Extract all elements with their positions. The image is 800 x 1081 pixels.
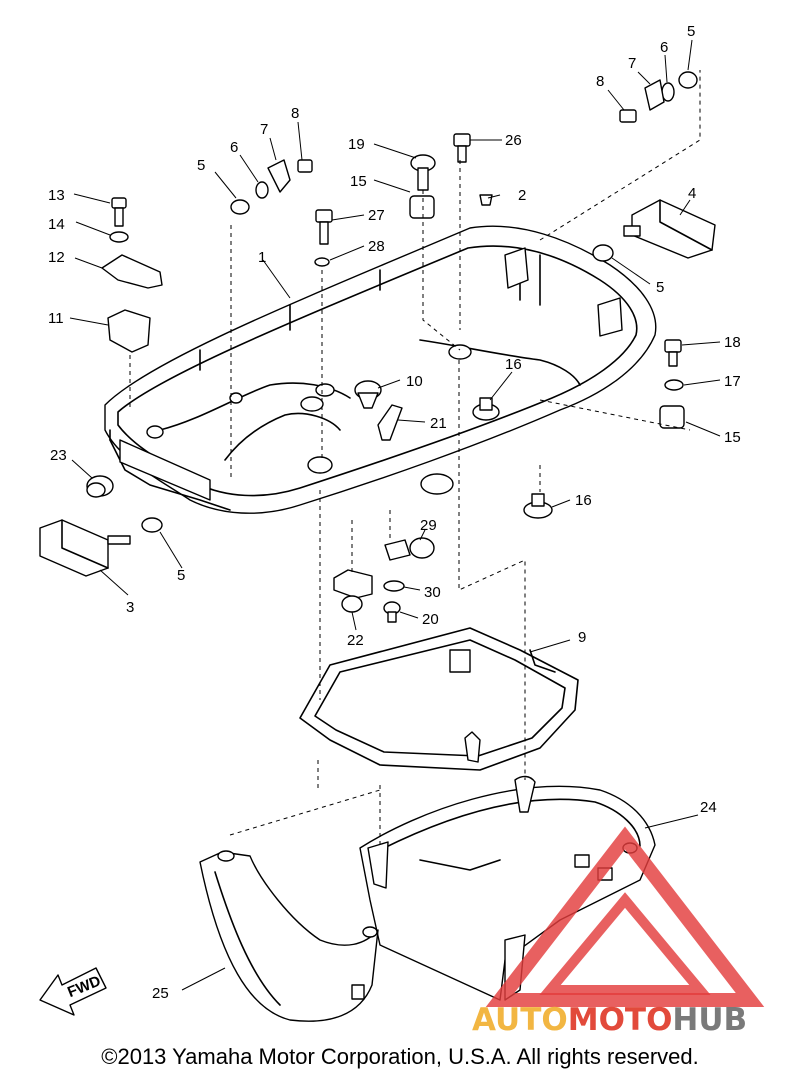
callout-10: 10 (406, 373, 423, 390)
callout-9: 9 (578, 629, 586, 646)
assembly-lines (129, 70, 701, 845)
part-8-screw-right (619, 109, 637, 123)
callout-5-topleft: 5 (197, 157, 205, 174)
callout-19: 19 (348, 136, 365, 153)
part-9-frame (299, 627, 579, 771)
part-19-bolt (410, 154, 436, 191)
callout-1: 1 (258, 249, 266, 266)
cowling-holes (146, 344, 472, 474)
watermark-moto: MOTO (568, 1002, 673, 1038)
part-26-bolt (453, 133, 471, 163)
callout-7-topright: 7 (628, 55, 636, 72)
part-5-grommet-top (230, 199, 250, 215)
part-11-damper (107, 309, 151, 353)
part-17-washer (664, 379, 684, 391)
callout-20: 20 (422, 611, 439, 628)
callout-27: 27 (368, 207, 385, 224)
watermark-triangle (485, 826, 765, 1007)
part-6-washer-left (255, 181, 269, 199)
part-8-screw-left (297, 159, 313, 173)
callout-21: 21 (430, 415, 447, 432)
part-18-bolt (664, 339, 682, 367)
callout-22: 22 (347, 632, 364, 649)
part-15-collar-top (409, 195, 435, 219)
part-7-clip-right (644, 79, 665, 111)
callout-16-upper: 16 (505, 356, 522, 373)
callout-leaders (69, 39, 721, 991)
part-5-grommet-right (592, 244, 614, 262)
part-3-lever (39, 519, 131, 577)
callout-8-topright: 8 (596, 73, 604, 90)
watermark-hub: HUB (672, 1002, 747, 1038)
part-22-grommet (333, 569, 373, 613)
callout-25: 25 (152, 985, 169, 1002)
callout-18: 18 (724, 334, 741, 351)
callout-24: 24 (700, 799, 717, 816)
part-28-washer (314, 257, 330, 267)
callout-14: 14 (48, 216, 65, 233)
part-25-cover-left (199, 850, 379, 1022)
callout-5-topright: 5 (687, 23, 695, 40)
watermark-text: AUTOMOTOHUB (472, 1002, 747, 1038)
callout-23: 23 (50, 447, 67, 464)
part-15-collar-right (659, 405, 685, 429)
watermark-triangle-inner (539, 892, 711, 995)
callout-5-lowerleft: 5 (177, 567, 185, 584)
callout-6-topleft: 6 (230, 139, 238, 156)
callout-15-right: 15 (724, 429, 741, 446)
part-16-grommet-upper (472, 397, 500, 421)
part-5-grommet-topright (678, 71, 698, 89)
watermark-logo: AUTOMOTOHUB (472, 826, 765, 1038)
callout-13: 13 (48, 187, 65, 204)
bottom-cowling-main (104, 225, 657, 514)
callout-29: 29 (420, 517, 437, 534)
callout-30: 30 (424, 584, 441, 601)
part-20-screw (383, 601, 401, 623)
watermark-auto: AUTO (472, 1002, 568, 1038)
callout-4: 4 (688, 185, 696, 202)
callout-16-lower: 16 (575, 492, 592, 509)
callout-7-topleft: 7 (260, 121, 268, 138)
part-16-grommet-lower (523, 493, 553, 519)
callout-15-top: 15 (350, 173, 367, 190)
copyright-notice: ©2013 Yamaha Motor Corporation, U.S.A. A… (101, 1044, 699, 1069)
part-24-cover-right (359, 775, 656, 1001)
part-5-grommet-left (141, 517, 163, 533)
callout-labels: 1 2 3 4 5 6 7 8 5 6 7 8 5 5 9 10 11 12 1… (48, 23, 741, 1002)
callout-3: 3 (126, 599, 134, 616)
callout-6-topright: 6 (660, 39, 668, 56)
callout-26: 26 (505, 132, 522, 149)
part-30-washer (383, 580, 405, 592)
callout-11: 11 (48, 310, 64, 327)
part-12-bracket (101, 254, 163, 289)
part-7-clip-left (267, 159, 291, 193)
part-14-washer (109, 231, 129, 243)
fwd-arrow: FWD (39, 967, 107, 1016)
callout-5-right: 5 (656, 279, 664, 296)
callout-17: 17 (724, 373, 741, 390)
callout-12: 12 (48, 249, 65, 266)
part-13-bolt (111, 197, 127, 227)
part-23-plug (86, 475, 114, 498)
part-27-bolt (315, 209, 333, 245)
part-10-grommet (354, 380, 382, 409)
part-29-clamp (384, 537, 435, 561)
callout-2: 2 (518, 187, 526, 204)
part-2-screw (479, 194, 493, 206)
callout-28: 28 (368, 238, 385, 255)
part-4-lever (623, 199, 716, 259)
part-21-clip (377, 404, 403, 441)
callout-8-topleft: 8 (291, 105, 299, 122)
